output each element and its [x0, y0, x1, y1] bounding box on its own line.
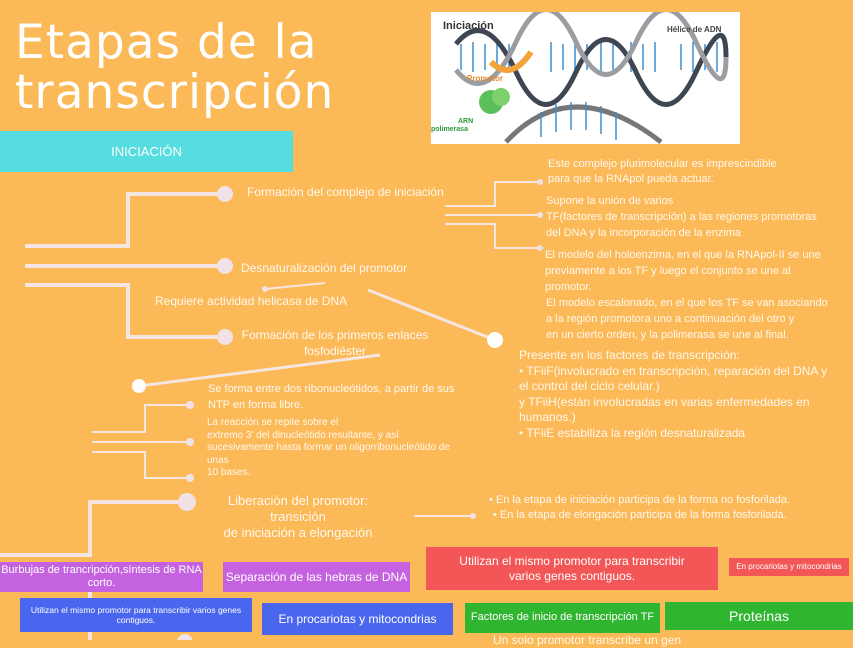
node-bottom	[177, 634, 193, 640]
detail-line: Este complejo plurimolecular es impresci…	[548, 158, 777, 170]
branch-formation: Formación del complejo de iniciación	[247, 185, 444, 199]
detail-line: del DNA y la incorporación de la enzima	[546, 227, 742, 239]
branch-first-bonds: Formación de los primeros enlaces fosfod…	[240, 327, 430, 359]
node-bond-2	[186, 438, 194, 446]
detail-line: • TFiiE estabiliza la región desnaturali…	[519, 425, 746, 440]
node-bond-1	[186, 401, 194, 409]
node-helicase	[262, 286, 268, 292]
box-transcription-bubbles: Burbujas de trancripción,síntesis de RNA…	[0, 562, 203, 592]
node-release-detail	[470, 513, 476, 519]
node-holoenzyme	[537, 245, 543, 251]
detail-line: y TFiiH(están involucradas en varias enf…	[519, 394, 810, 409]
detail-line: Se forma entre dos ribonucleótidos, a pa…	[208, 383, 455, 395]
branch-denaturation: Desnaturalización del promotor	[241, 261, 408, 275]
detail-line: • TFiiF(involucrado en transcripción, re…	[519, 363, 828, 378]
branch-helicase: Requiere actividad helicasa de DNA	[155, 294, 348, 308]
dna-initiation-image: Iniciación Hélice de ADN Promotor ARN po…	[431, 12, 740, 144]
polymerase-label-2: polimerasa	[431, 126, 468, 133]
release-line-1: Liberación del promotor: transición	[227, 493, 369, 524]
box-strand-separation: Separación de las hebras de DNA	[223, 562, 410, 592]
release-line-2: de iniciación a elongación	[223, 525, 373, 540]
box-prokaryotes-blue: En procariotas y mitocondrias	[262, 603, 453, 635]
detail-release: • En la etapa de iniciación participa de…	[489, 493, 790, 523]
branch-release: Liberación del promotor: transición de i…	[203, 493, 393, 541]
detail-line: sucesivamente hasta formar un oligorribo…	[207, 442, 450, 453]
first-bonds-line-2: fosfodiéster	[303, 344, 367, 358]
detail-holoenzyme: El modelo del holoenzima, en el que la R…	[545, 247, 821, 295]
detail-line: 10 bases.	[207, 467, 251, 478]
detail-bond-1: Se forma entre dos ribonucleótidos, a pa…	[208, 381, 454, 413]
detail-line: humanos.)	[519, 410, 576, 424]
detail-stepwise: El modelo escalonado, en el que los TF s…	[546, 295, 828, 343]
node-bond-3	[186, 474, 194, 482]
detail-line: para que la RNApol pueda actuar.	[548, 173, 714, 185]
detail-line: previamente a los TF y luego el conjunto…	[545, 265, 791, 277]
node-denaturation	[217, 258, 233, 274]
detail-line: • En la etapa de iniciación participa de…	[489, 494, 791, 506]
node-bonds	[132, 379, 146, 393]
detail-line: El modelo escalonado, en el que los TF s…	[546, 297, 828, 309]
node-tf	[537, 212, 543, 218]
node-complex	[537, 179, 543, 185]
image-title: Iniciación	[443, 20, 494, 32]
node-first-bonds	[217, 329, 233, 345]
promoter-label: Promotor	[467, 74, 503, 83]
detail-factors: Presente en los factores de transcripció…	[519, 348, 827, 441]
detail-line: • En la etapa de elongación participa de…	[493, 509, 787, 521]
box-prokaryotes-red: En procariotas y mitocondrias	[729, 558, 849, 576]
detail-line: el control del ciclo celular.)	[519, 379, 660, 393]
box-proteins: Proteínas	[665, 602, 853, 630]
detail-line: unas	[207, 454, 229, 466]
detail-line: a la región promotora uno a continuación…	[546, 313, 795, 325]
page-title-line-2: transcripción	[15, 65, 335, 120]
detail-line: TF(factores de transcripción) a las regi…	[546, 211, 817, 223]
detail-line: Presente en los factores de transcripció…	[519, 348, 740, 362]
box-same-promoter-blue: Utilizan el mismo promotor para transcri…	[20, 598, 252, 632]
node-factors	[487, 332, 503, 348]
helix-label: Hélice de ADN	[667, 25, 722, 34]
detail-line: El modelo del holoenzima, en el que la R…	[545, 249, 821, 261]
detail-tf: Supone la unión de varios TF(factores de…	[546, 193, 817, 241]
detail-line: extremo 3' del dinucleótido resultante, …	[207, 429, 400, 441]
bottom-partial-text: Un solo promotor transcribe un gen	[493, 633, 682, 647]
detail-line: La reacción se repite sobre el	[207, 417, 339, 428]
detail-line: promotor.	[545, 281, 592, 293]
box-tf-factors: Factores de inicio de transcripción TF	[465, 603, 660, 633]
node-release	[178, 493, 196, 511]
detail-complex: Este complejo plurimolecular es impresci…	[548, 157, 777, 187]
first-bonds-line-1: Formación de los primeros enlaces	[241, 328, 429, 342]
page-title-line-1: Etapas de la	[15, 15, 318, 70]
detail-line: Supone la unión de varios	[546, 195, 674, 207]
polymerase-label-1: ARN	[458, 118, 474, 125]
detail-bond-2: La reacción se repite sobre el extremo 3…	[207, 417, 450, 480]
detail-line: NTP en forma libre.	[208, 399, 304, 411]
initiation-header: INICIACIÓN	[0, 131, 293, 172]
node-formation	[217, 186, 233, 202]
box-same-promoter-red: Utilizan el mismo promotor para transcri…	[426, 547, 718, 590]
detail-line: en un cierto orden, y la polimerasa se u…	[546, 329, 789, 341]
